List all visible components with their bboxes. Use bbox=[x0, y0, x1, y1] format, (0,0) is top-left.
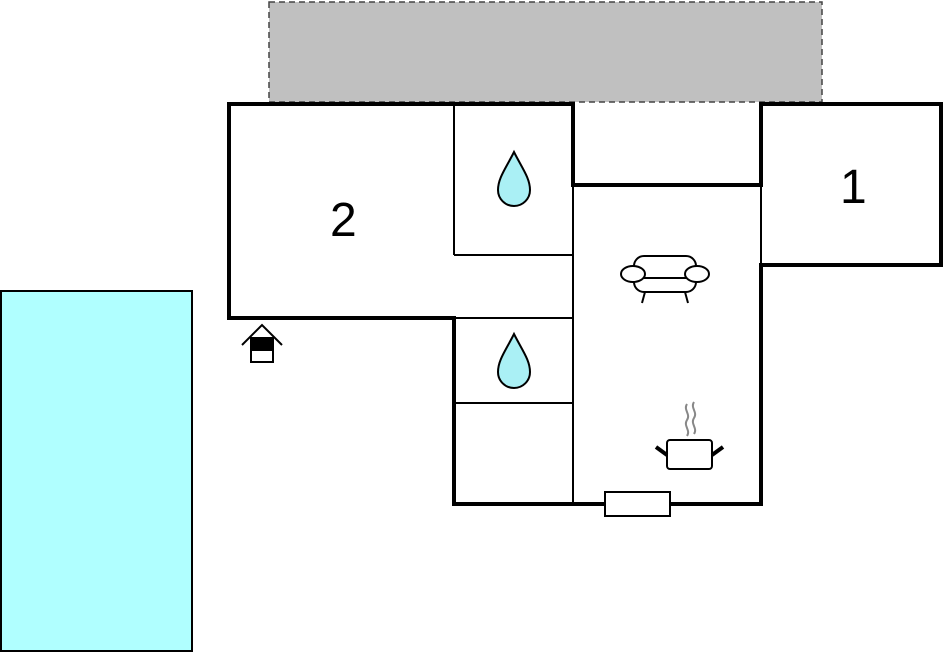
sofa-icon bbox=[620, 255, 710, 304]
cooking-pot-icon bbox=[654, 401, 725, 470]
room-label-1: 1 bbox=[840, 161, 867, 214]
water-drop-icon bbox=[496, 149, 532, 207]
water-drop-icon bbox=[496, 331, 532, 389]
interior-walls bbox=[453, 104, 762, 504]
exterior-walls bbox=[227, 102, 943, 506]
pool bbox=[0, 290, 193, 652]
entrance-house-icon bbox=[241, 323, 283, 363]
terrace bbox=[268, 1, 823, 103]
window bbox=[604, 491, 671, 517]
room-label-2: 2 bbox=[330, 194, 357, 247]
